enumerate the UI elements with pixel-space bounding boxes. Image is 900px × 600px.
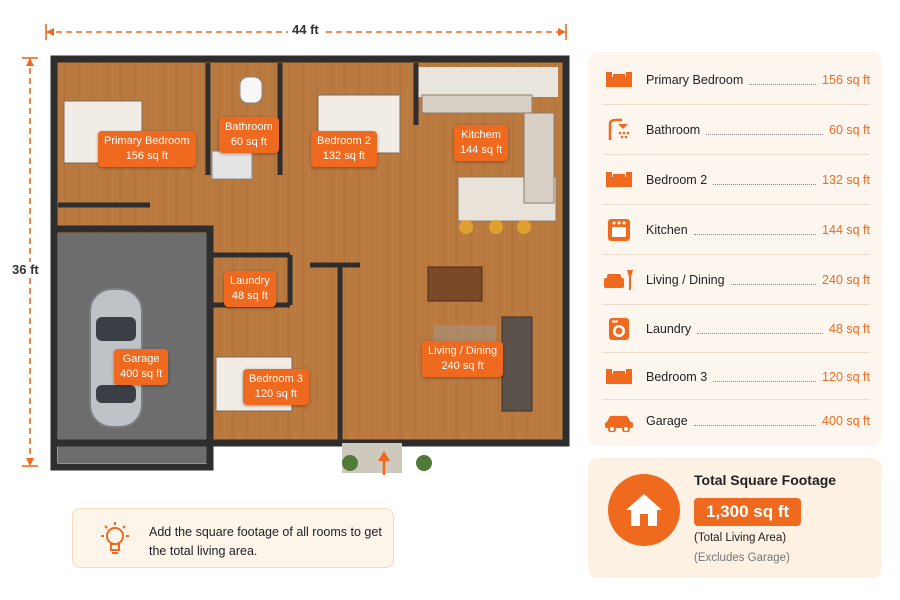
room-area: 156 sq ft — [125, 150, 168, 162]
room-name: Kitchem — [461, 129, 501, 141]
sofa-lamp-icon — [602, 266, 636, 294]
legend-row-kitchen: Kitchen 144 sq ft — [602, 211, 870, 249]
legend-value: 120 sq ft — [822, 370, 870, 384]
total-title: Total Square Footage — [694, 472, 837, 488]
house-icon — [608, 474, 680, 546]
total-subtitle: (Total Living Area) — [694, 532, 787, 544]
legend-value: 132 sq ft — [822, 173, 870, 187]
legend-name: Primary Bedroom — [646, 73, 744, 87]
room-label-primary-bedroom: Primary Bedroom 156 sq ft — [98, 131, 196, 167]
total-square-footage-card: Total Square Footage 1,300 sq ft (Total … — [588, 458, 882, 578]
legend-row-garage: Garage 400 sq ft — [602, 402, 870, 440]
legend-row-bathroom: Bathroom 60 sq ft — [602, 111, 870, 149]
legend-row-bedroom-3: Bedroom 3 120 sq ft — [602, 358, 870, 396]
room-name: Primary Bedroom — [104, 135, 190, 147]
room-area: 60 sq ft — [230, 136, 267, 148]
total-value: 1,300 sq ft — [694, 498, 802, 526]
floor-plan: Primary Bedroom 156 sq ft Bathroom 60 sq f… — [50, 55, 570, 479]
legend-value: 48 sq ft — [829, 322, 870, 336]
legend-row-primary-bedroom: Primary Bedroom 156 sq ft — [602, 61, 870, 99]
legend-name: Bathroom — [646, 123, 701, 137]
room-area-legend: Primary Bedroom 156 sq ft Bathroom 60 sq f… — [588, 52, 882, 446]
legend-value: 400 sq ft — [822, 414, 870, 428]
room-area: 240 sq ft — [441, 360, 484, 372]
room-label-kitchen: Kitchem 144 sq ft — [454, 125, 509, 161]
legend-value: 60 sq ft — [829, 123, 870, 137]
shower-icon — [602, 116, 636, 144]
room-area: 132 sq ft — [322, 150, 365, 162]
legend-row-bedroom-2: Bedroom 2 132 sq ft — [602, 161, 870, 199]
washer-icon — [602, 315, 636, 343]
tip-box: Add the square footage of all rooms to g… — [72, 508, 394, 568]
legend-row-living-dining: Living / Dining 240 sq ft — [602, 261, 870, 299]
room-name: Garage — [122, 353, 160, 365]
legend-name: Living / Dining — [646, 273, 725, 287]
bed-icon — [602, 66, 636, 94]
room-label-garage: Garage 400 sq ft — [114, 349, 169, 385]
legend-row-laundry: Laundry 48 sq ft — [602, 310, 870, 348]
room-label-bedroom-2: Bedroom 2 132 sq ft — [311, 131, 377, 167]
tip-text: Add the square footage of all rooms to g… — [149, 525, 382, 558]
oven-icon — [602, 216, 636, 244]
room-area: 48 sq ft — [231, 290, 268, 302]
room-label-bedroom-3: Bedroom 3 120 sq ft — [243, 369, 309, 405]
room-area: 144 sq ft — [460, 144, 503, 156]
lightbulb-icon — [97, 521, 133, 564]
legend-name: Kitchen — [646, 223, 688, 237]
legend-name: Garage — [646, 414, 688, 428]
room-area: 400 sq ft — [120, 368, 163, 380]
room-name: Living / Dining — [428, 345, 498, 357]
room-name: Bedroom 3 — [249, 373, 303, 385]
legend-value: 144 sq ft — [822, 223, 870, 237]
total-note: (Excludes Garage) — [694, 552, 790, 564]
legend-name: Bedroom 3 — [646, 370, 708, 384]
room-label-bathroom: Bathroom 60 sq ft — [219, 117, 279, 153]
room-area: 120 sq ft — [254, 388, 297, 400]
legend-name: Laundry — [646, 322, 692, 336]
room-name: Bathroom — [225, 121, 273, 133]
bed-icon — [602, 166, 636, 194]
width-label: 44 ft — [288, 22, 323, 37]
car-icon — [602, 407, 636, 435]
room-name: Laundry — [230, 275, 270, 287]
bed-icon — [602, 363, 636, 391]
legend-value: 240 sq ft — [822, 273, 870, 287]
room-name: Bedroom 2 — [317, 135, 371, 147]
floor-plan-drawing — [50, 55, 570, 479]
legend-value: 156 sq ft — [822, 73, 870, 87]
room-label-living-dining: Living / Dining 240 sq ft — [422, 341, 504, 377]
legend-name: Bedroom 2 — [646, 173, 708, 187]
room-label-laundry: Laundry 48 sq ft — [224, 271, 276, 307]
height-label: 36 ft — [8, 262, 43, 277]
